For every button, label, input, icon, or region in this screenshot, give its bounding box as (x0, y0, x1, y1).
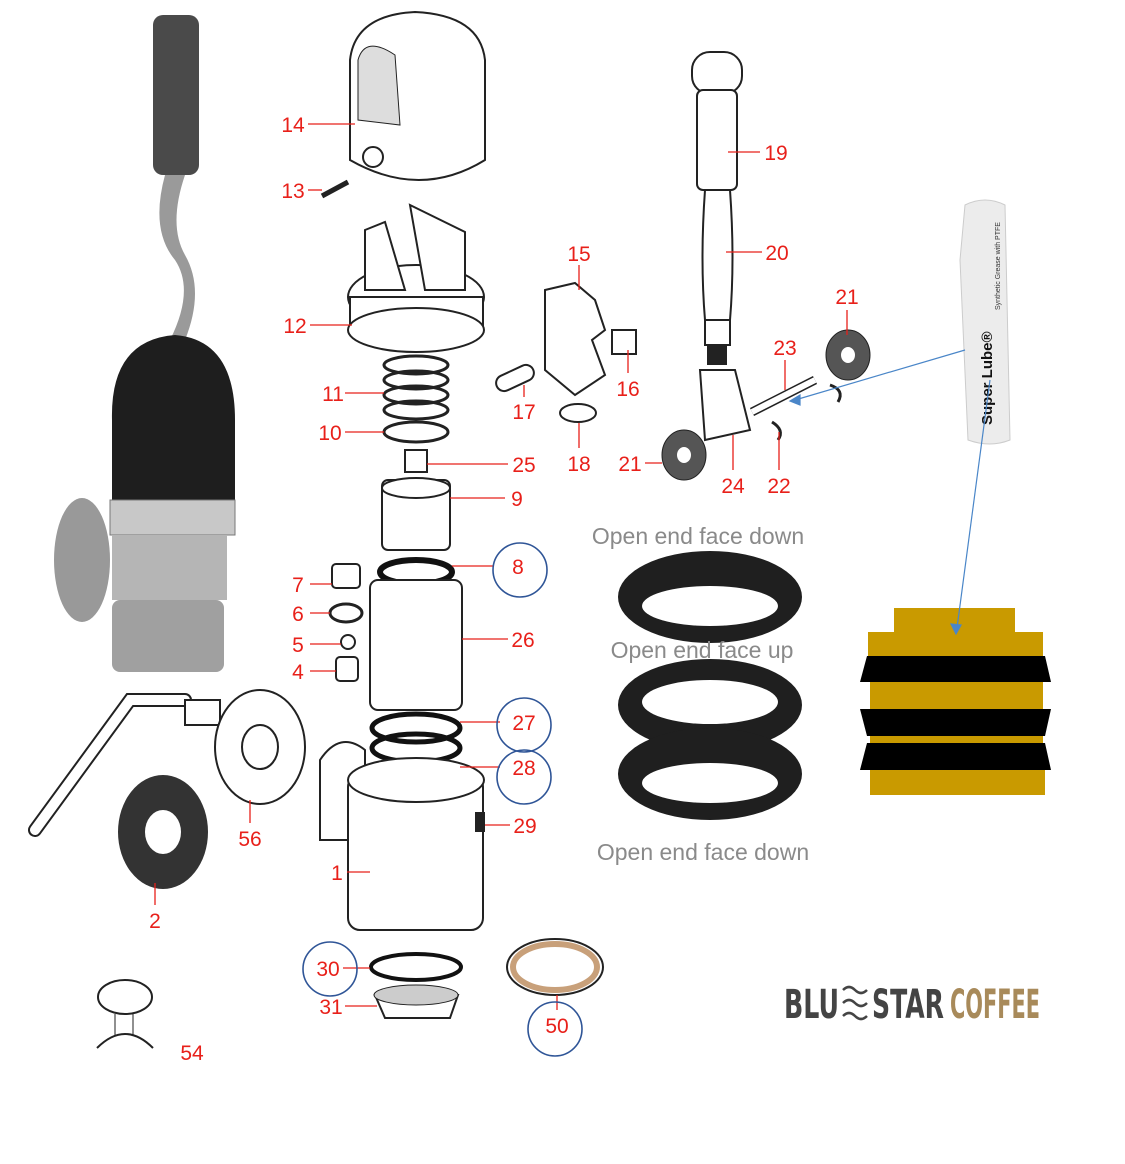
lever-assembly-parts (495, 51, 871, 481)
super-lube-tube: Super Lube® Synthetic Grease with PTFE (959, 199, 1011, 445)
label-22: 22 (767, 475, 790, 498)
label-25: 25 (512, 454, 535, 477)
label-7: 7 (292, 574, 304, 597)
label-16: 16 (616, 378, 639, 401)
label-15: 15 (567, 243, 590, 266)
highlight-circles (302, 542, 583, 1057)
note-open-end-down-bottom: Open end face down (597, 839, 809, 865)
label-6: 6 (292, 603, 304, 626)
label-20: 20 (765, 242, 788, 265)
lube-arrows (788, 349, 991, 636)
label-29: 29 (513, 815, 536, 838)
seal-illustrations (618, 551, 802, 820)
label-5: 5 (292, 634, 304, 657)
label-30: 30 (316, 958, 339, 981)
logo-blu: BLU (784, 982, 839, 1028)
label-1: 1 (331, 862, 343, 885)
label-24: 24 (721, 475, 745, 498)
label-28: 28 (512, 757, 535, 780)
label-27: 27 (512, 712, 535, 735)
label-17: 17 (512, 401, 535, 424)
label-21-left: 21 (618, 453, 641, 476)
label-21-right: 21 (835, 286, 858, 309)
label-12: 12 (283, 315, 306, 338)
assembled-lever-photo (54, 15, 236, 672)
group-head-stack (319, 10, 486, 1019)
blue-star-coffee-logo: BLU STAR COFFEE (784, 982, 1040, 1028)
label-8: 8 (512, 556, 524, 579)
part-labels: 14 13 12 11 10 25 9 8 7 6 5 4 26 27 28 2… (149, 114, 859, 1065)
label-4: 4 (292, 661, 304, 684)
label-10: 10 (318, 422, 341, 445)
label-2: 2 (149, 910, 161, 933)
label-9: 9 (511, 488, 523, 511)
note-open-end-down-top: Open end face down (592, 523, 804, 549)
label-11: 11 (322, 383, 344, 406)
logo-star: STAR (872, 982, 944, 1028)
label-54: 54 (180, 1042, 204, 1065)
logo-waves-icon (842, 985, 868, 1021)
label-13: 13 (281, 180, 304, 203)
seal-stack-schematic (860, 608, 1051, 795)
lube-subtitle: Synthetic Grease with PTFE (995, 222, 1002, 310)
label-19: 19 (764, 142, 787, 165)
part-54 (96, 979, 154, 1049)
leader-lines (154, 123, 848, 1010)
steam-wand (28, 693, 221, 837)
label-56: 56 (238, 828, 261, 851)
label-23: 23 (773, 337, 796, 360)
label-18: 18 (567, 453, 590, 476)
label-14: 14 (281, 114, 305, 137)
label-31: 31 (319, 996, 342, 1019)
lube-brand: Super Lube® (979, 331, 996, 425)
label-50: 50 (545, 1015, 568, 1038)
logo-coffee: COFFEE (950, 982, 1040, 1028)
gasket-50 (506, 938, 604, 996)
label-26: 26 (511, 629, 534, 652)
note-open-end-up: Open end face up (611, 637, 794, 663)
